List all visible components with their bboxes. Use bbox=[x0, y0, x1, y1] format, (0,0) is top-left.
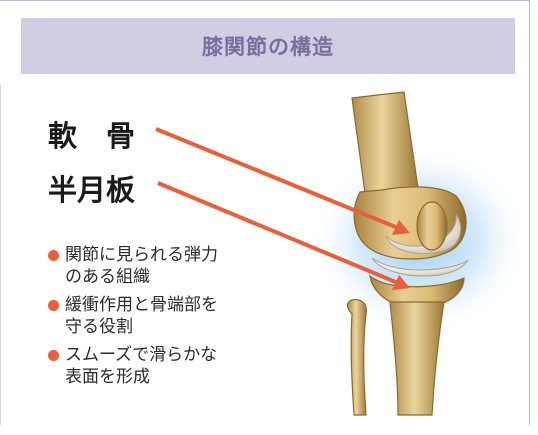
label-cartilage: 軟 骨 bbox=[48, 113, 135, 155]
list-item-text: スムーズで滑らかな 表面を形成 bbox=[65, 344, 217, 388]
feature-list: 関節に見られる弾力 のある組織 緩衝作用と骨端部を 守る役割 スムーズで滑らかな… bbox=[48, 244, 278, 394]
bullet-dot-icon bbox=[48, 350, 59, 361]
list-item: スムーズで滑らかな 表面を形成 bbox=[48, 344, 278, 388]
fibula bbox=[348, 300, 367, 415]
bullet-dot-icon bbox=[48, 300, 59, 311]
label-meniscus: 半月板 bbox=[48, 167, 135, 209]
tibia-shaft bbox=[390, 302, 444, 415]
bullet-dot-icon bbox=[48, 250, 59, 261]
list-item-text: 緩衝作用と骨端部を 守る役割 bbox=[65, 294, 218, 338]
list-item: 緩衝作用と骨端部を 守る役割 bbox=[48, 294, 278, 338]
patella bbox=[417, 202, 447, 250]
list-item-text: 関節に見られる弾力 のある組織 bbox=[65, 244, 218, 288]
list-item: 関節に見られる弾力 のある組織 bbox=[48, 244, 278, 288]
